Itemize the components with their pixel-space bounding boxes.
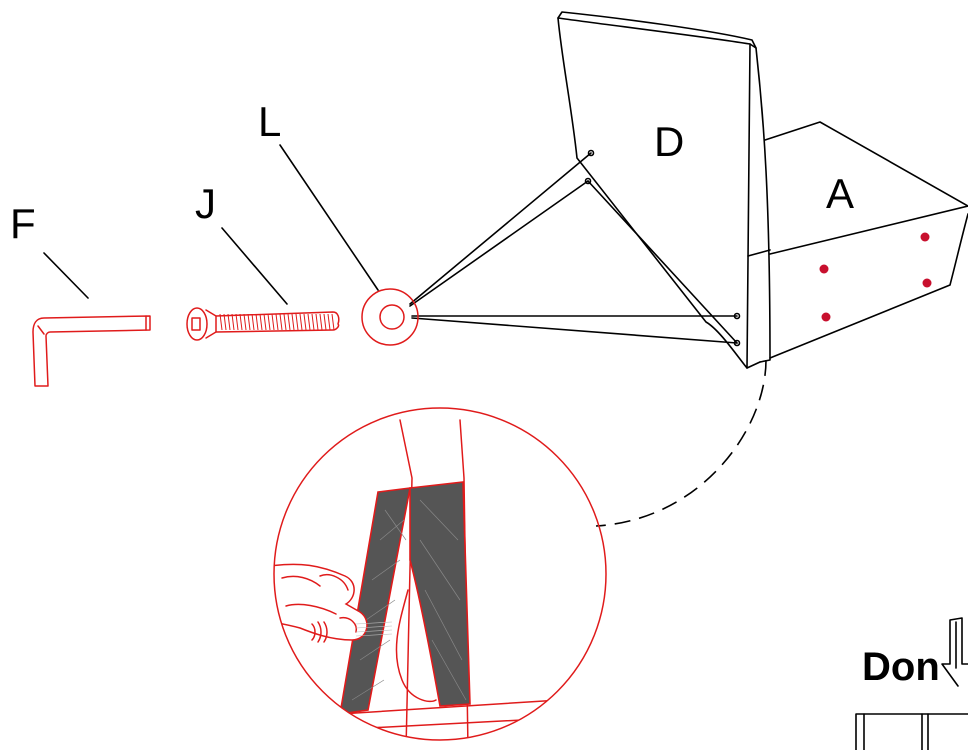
label-f: F	[10, 200, 36, 247]
bolt-thread	[291, 313, 295, 331]
bolt-thread	[263, 313, 267, 331]
bolt-thread	[231, 313, 235, 331]
bolt-thread	[255, 313, 259, 331]
bolt-thread	[307, 313, 311, 331]
bolt-thread	[327, 313, 331, 331]
detail-callout	[273, 359, 767, 741]
bolt-thread	[303, 313, 307, 331]
label-d: D	[654, 118, 684, 165]
hole-marker-4	[821, 312, 831, 322]
bolt-thread	[259, 313, 263, 331]
bolt-thread	[243, 313, 247, 331]
bolt-thread	[271, 313, 275, 331]
bolt-thread	[283, 313, 287, 331]
bolt-thread	[319, 313, 323, 331]
bolt-thread	[251, 313, 255, 331]
guide-lines	[409, 149, 741, 347]
bolt-thread	[247, 313, 251, 331]
bolt-thread	[219, 313, 223, 331]
bolt-thread	[235, 313, 239, 331]
bolt-thread	[287, 313, 291, 331]
bolt-thread	[323, 313, 327, 331]
washer-icon	[361, 288, 419, 346]
hole-marker-2	[819, 264, 829, 274]
bolt-thread	[315, 313, 319, 331]
bolt-thread	[267, 313, 271, 331]
label-j: J	[195, 180, 216, 227]
bolt-thread	[239, 313, 243, 331]
bolt-thread	[331, 313, 335, 331]
label-leaders	[43, 144, 379, 305]
bolt-thread	[311, 313, 315, 331]
panel-d	[557, 11, 771, 369]
label-l: L	[258, 98, 281, 145]
label-dont: Don	[862, 645, 940, 689]
bolt-thread	[295, 313, 299, 331]
label-a: A	[826, 170, 854, 217]
bolt-thread	[279, 313, 283, 331]
bolt-thread	[227, 313, 231, 331]
bolt-thread	[299, 313, 303, 331]
hole-marker-3	[922, 278, 932, 288]
hole-marker-1	[920, 232, 930, 242]
bolt-icon	[186, 307, 340, 341]
bolt-thread	[223, 313, 227, 331]
bolt-thread	[275, 313, 279, 331]
dont-indicator: Don	[855, 617, 968, 750]
allen-key-icon	[32, 315, 151, 387]
part-a	[764, 121, 968, 359]
